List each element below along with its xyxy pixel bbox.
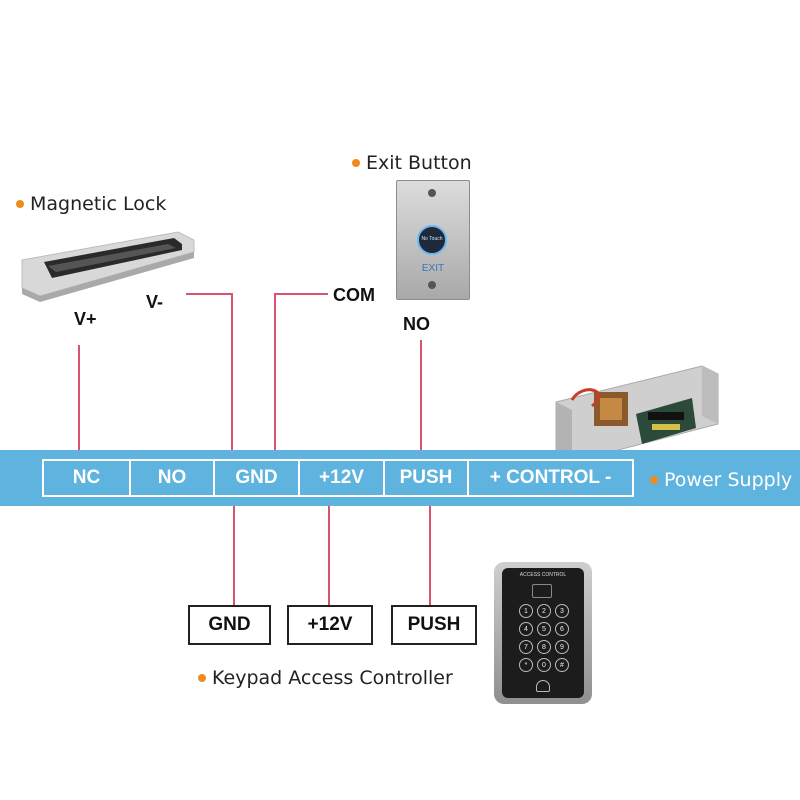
keypad-key: 9 [555, 640, 569, 654]
keypad-terminal-gnd: GND [188, 605, 271, 645]
keypad-label-text: Keypad Access Controller [212, 667, 453, 689]
keypad-key: 6 [555, 622, 569, 636]
terminal-nc: NC [44, 461, 131, 495]
terminal-gnd: GND [215, 461, 300, 495]
mag-lock-vplus-label: V+ [74, 309, 97, 329]
wire-vminus-horizontal [186, 293, 233, 295]
magnetic-lock-label: Magnetic Lock [16, 193, 166, 215]
keypad-key: 4 [519, 622, 533, 636]
mag-lock-vminus-label: V- [146, 292, 164, 312]
terminal-12v: +12V [300, 461, 385, 495]
keypad-label: Keypad Access Controller [198, 667, 453, 689]
wire-vplus-to-nc [78, 345, 80, 450]
power-supply-label-text: Power Supply [664, 469, 793, 491]
terminal-no: NO [131, 461, 215, 495]
keypad-key: 0 [537, 658, 551, 672]
screw-icon [428, 281, 436, 289]
exit-button-image: No Touch EXIT [396, 180, 470, 300]
wire-com-horizontal [274, 293, 328, 295]
keypad-key: # [555, 658, 569, 672]
bullet-icon [650, 476, 658, 484]
wire-gnd-to-keypad [233, 506, 235, 605]
keypad-key: * [519, 658, 533, 672]
wire-com-to-gnd [274, 293, 276, 450]
keypad-key: 8 [537, 640, 551, 654]
terminal-block: NC NO GND +12V PUSH + CONTROL - [42, 459, 634, 497]
exit-button-label: Exit Button [352, 152, 472, 174]
keypad-terminal-push: PUSH [391, 605, 477, 645]
bell-icon [536, 680, 550, 692]
keypad-key: 7 [519, 640, 533, 654]
keypad-grid: 1 2 3 4 5 6 7 8 9 * 0 # [519, 604, 569, 672]
exit-com-label: COM [333, 285, 375, 305]
terminal-control: + CONTROL - [489, 467, 612, 488]
rfid-icon [532, 584, 552, 598]
keypad-key: 1 [519, 604, 533, 618]
touch-sensor-text: No Touch [421, 236, 443, 242]
wire-push-to-keypad [429, 506, 431, 605]
exit-button-label-text: Exit Button [366, 152, 472, 174]
bullet-icon [16, 200, 24, 208]
bullet-icon [352, 159, 360, 167]
keypad-face: ACCESS CONTROL 1 2 3 4 5 6 7 8 9 * 0 # [502, 568, 584, 698]
keypad-header-text: ACCESS CONTROL [519, 572, 567, 578]
keypad-key: 2 [537, 604, 551, 618]
keypad-key: 5 [537, 622, 551, 636]
magnetic-lock-label-text: Magnetic Lock [30, 193, 167, 215]
touch-sensor-icon [417, 225, 447, 255]
wire-12v-to-keypad [328, 506, 330, 605]
wire-no-to-push [420, 340, 422, 450]
exit-text: EXIT [421, 263, 445, 274]
keypad-image: ACCESS CONTROL 1 2 3 4 5 6 7 8 9 * 0 # [494, 562, 592, 704]
exit-no-label: NO [403, 314, 430, 334]
keypad-key: 3 [555, 604, 569, 618]
power-supply-label: Power Supply [650, 469, 792, 491]
magnetic-lock-image [21, 231, 195, 302]
terminal-push: PUSH [385, 461, 469, 495]
keypad-terminal-12v: +12V [287, 605, 373, 645]
wire-vminus-to-gnd [231, 293, 233, 450]
bullet-icon [198, 674, 206, 682]
screw-icon [428, 189, 436, 197]
